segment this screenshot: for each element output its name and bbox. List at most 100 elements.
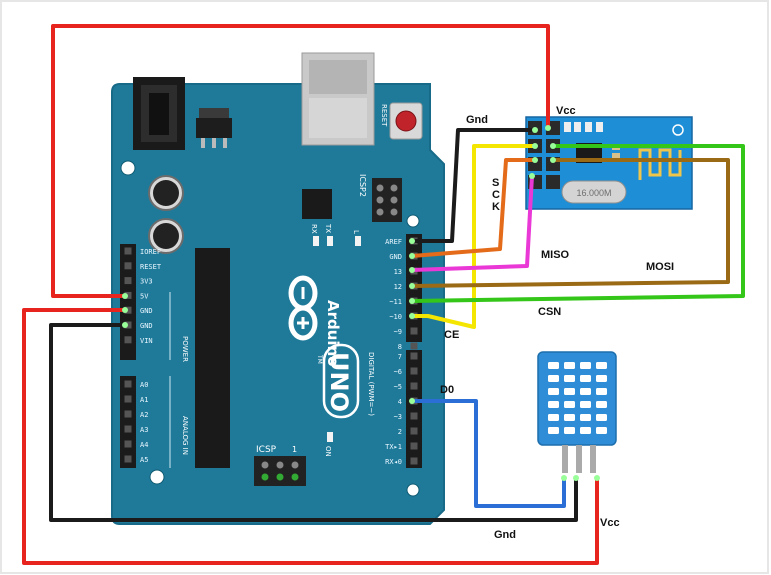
sensor-vent [548,427,559,434]
pin-label: A4 [140,441,148,449]
label-sck-c: C [492,189,500,201]
label-sck-s: S [492,177,499,189]
label-mosi: MOSI [646,261,674,273]
mount-hole [406,214,420,228]
wire-3v3-vcc [51,24,550,298]
label-gnd-top: Gnd [466,114,488,126]
header-pin [410,412,418,420]
label-vcc-bottom: Vcc [600,517,620,529]
infinity-logo [288,275,318,341]
wire-endpoints [122,125,600,481]
on-led-label: ON [324,446,332,457]
pin-label: A2 [140,411,148,419]
usb-chip [302,189,332,219]
pin-label: VIN [140,337,153,345]
header-pin [410,327,418,335]
wire-gnd-module [412,128,535,243]
trademark: TM [316,354,323,364]
label-csn: CSN [538,306,561,318]
atmega-chip [195,248,230,468]
dht-sensor [537,351,617,473]
wire-csn [411,144,745,303]
header-pin [124,395,132,403]
header-pin [124,291,132,299]
reset-label: RESET [380,104,388,127]
pin-label: ~9 [394,328,402,336]
digital-header-lower [406,350,422,468]
pin-label: GND [140,322,153,330]
pin-label: 2 [398,428,402,436]
label-ce: CE [444,329,459,341]
wire-sck [411,158,535,258]
header-pin [124,380,132,388]
pin-label: RX◂0 [385,458,402,466]
label-miso: MISO [541,249,570,261]
pin-label: TX▸1 [385,443,402,451]
tx-led-label: TX [324,223,332,233]
icsp-header [254,456,306,486]
pin-label: 4 [398,398,402,406]
pin-label: ~11 [389,298,402,306]
arduino-uno-board: RESET ICSP2 RX TX L ON [111,52,445,525]
sensor-vent [596,362,607,369]
mount-hole [406,483,420,497]
power-header [120,244,136,360]
sensor-vent [548,401,559,408]
header-pin [124,247,132,255]
label-d0: D0 [440,384,454,396]
arduino-logo [288,275,318,341]
wire-ce [412,144,535,329]
l-led [355,236,361,246]
pin-label: ~6 [394,368,402,376]
label-sck-k: K [492,201,500,213]
pin-label: AREF [385,238,402,246]
crystal-label: 16.000M [576,188,611,198]
label-gnd-bottom: Gnd [494,529,516,541]
capacitor [148,218,184,254]
sensor-vent [580,362,591,369]
header-pin [410,382,418,390]
pin-label: 8 [398,343,402,351]
sensor-vent [596,375,607,382]
reset-button[interactable] [389,102,423,140]
header-pin [410,442,418,450]
pin-label: 5V [140,292,149,300]
voltage-regulator [196,108,232,148]
pin-label: A3 [140,426,148,434]
pin-label: RESET [140,263,162,271]
header-pin [410,342,418,350]
sensor-vent [564,414,575,421]
header-pin [124,410,132,418]
header-pin [124,277,132,285]
sensor-vent [564,388,575,395]
rx-led [313,236,319,246]
sensor-vent [580,375,591,382]
l-led-label: L [352,230,360,234]
sensor-vent [580,388,591,395]
crystal: 16.000M [561,180,627,204]
sensor-vent [548,388,559,395]
sensor-vent [596,401,607,408]
header-pin [410,352,418,360]
sensor-vent [596,388,607,395]
pin-label: ~5 [394,383,402,391]
mount-hole [149,469,165,485]
sensor-vent [580,414,591,421]
mount-hole [120,160,136,176]
sensor-vent [580,401,591,408]
power-title: POWER [181,336,189,362]
sensor-vent [564,375,575,382]
icsp-pin1-label: 1 [292,445,297,454]
header-pin [124,440,132,448]
pin-label: A1 [140,396,148,404]
dc-jack [133,77,185,150]
icsp2-header [372,178,402,222]
sensor-vent [580,427,591,434]
pin-label: 13 [394,268,402,276]
header-pin [124,306,132,314]
sensor-vent [564,401,575,408]
analog-title: ANALOG IN [181,416,189,455]
nrf24-module: 16.000M [525,116,693,210]
label-vcc-top: Vcc [556,105,576,117]
digital-title: DIGITAL (PWM=~) [367,352,375,416]
